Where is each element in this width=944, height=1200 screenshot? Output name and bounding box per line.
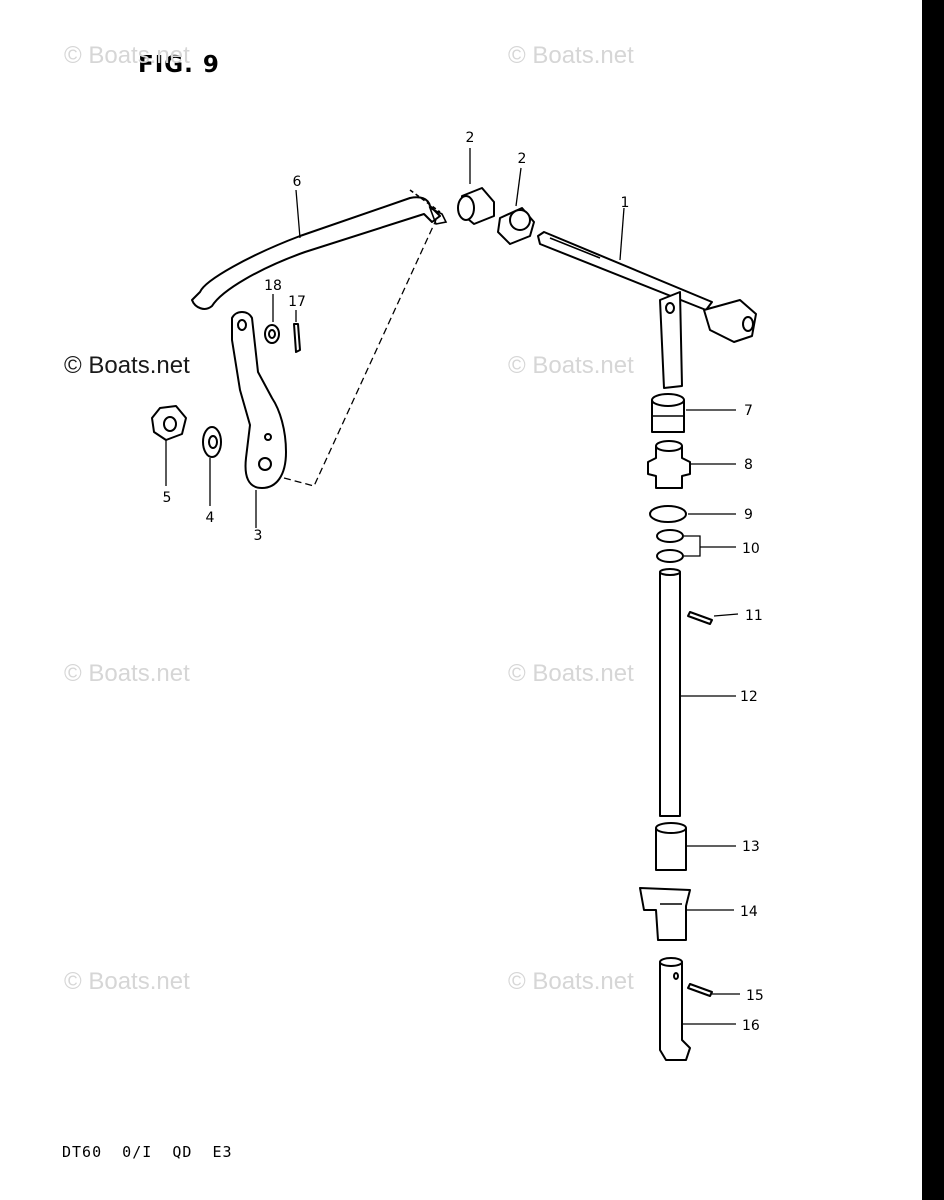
- part-o-ring-10b: [656, 549, 684, 563]
- scan-border: [922, 0, 944, 1200]
- watermark: © Boats.net: [64, 660, 190, 687]
- callout-11: 11: [745, 608, 763, 624]
- model-code: DT60 0/I QD E3: [62, 1143, 233, 1161]
- part-shift-lever: [231, 311, 287, 489]
- part-shift-joint-rod: [537, 231, 757, 389]
- part-bushing-a: [457, 187, 495, 225]
- watermark: © Boats.net: [64, 968, 190, 995]
- callout-6: 6: [293, 174, 302, 190]
- part-grommet: [651, 393, 685, 433]
- callout-16: 16: [742, 1018, 760, 1034]
- callout-15: 15: [746, 988, 764, 1004]
- part-nut: [151, 405, 187, 441]
- part-shift-rod: [191, 189, 448, 310]
- callout-3: 3: [254, 528, 263, 544]
- part-o-ring-9: [649, 505, 687, 523]
- watermark: © Boats.net: [64, 352, 190, 379]
- figure-title: FIG. 9: [138, 52, 220, 78]
- callout-8: 8: [744, 457, 753, 473]
- watermark: © Boats.net: [64, 42, 190, 69]
- callout-13: 13: [742, 839, 760, 855]
- leader-lines: [165, 148, 740, 1025]
- part-washer-18: [264, 324, 280, 344]
- callout-2a: 2: [466, 130, 475, 146]
- watermark: © Boats.net: [508, 660, 634, 687]
- part-bushing-b: [497, 207, 535, 245]
- watermark: © Boats.net: [508, 968, 634, 995]
- callout-12: 12: [740, 689, 758, 705]
- callout-5: 5: [163, 490, 172, 506]
- part-bushing-8: [647, 440, 691, 489]
- part-pin-11: [687, 611, 713, 625]
- watermark: © Boats.net: [508, 42, 634, 69]
- callout-1: 1: [621, 195, 630, 211]
- part-retainer: [639, 887, 691, 941]
- callout-17: 17: [288, 294, 306, 310]
- part-washer-4: [202, 426, 222, 458]
- part-shift-cam-rod: [659, 957, 691, 1061]
- part-cotter-pin-17: [293, 323, 301, 353]
- watermark: © Boats.net: [508, 352, 634, 379]
- callout-14: 14: [740, 904, 758, 920]
- part-sleeve: [655, 822, 687, 871]
- part-shift-shaft: [659, 568, 681, 817]
- callout-4: 4: [206, 510, 215, 526]
- callout-7: 7: [744, 403, 753, 419]
- part-pin-15: [687, 983, 713, 997]
- callout-2b: 2: [518, 151, 527, 167]
- callout-10: 10: [742, 541, 760, 557]
- callout-18: 18: [264, 278, 282, 294]
- part-o-ring-10a: [656, 529, 684, 543]
- callout-9: 9: [744, 507, 753, 523]
